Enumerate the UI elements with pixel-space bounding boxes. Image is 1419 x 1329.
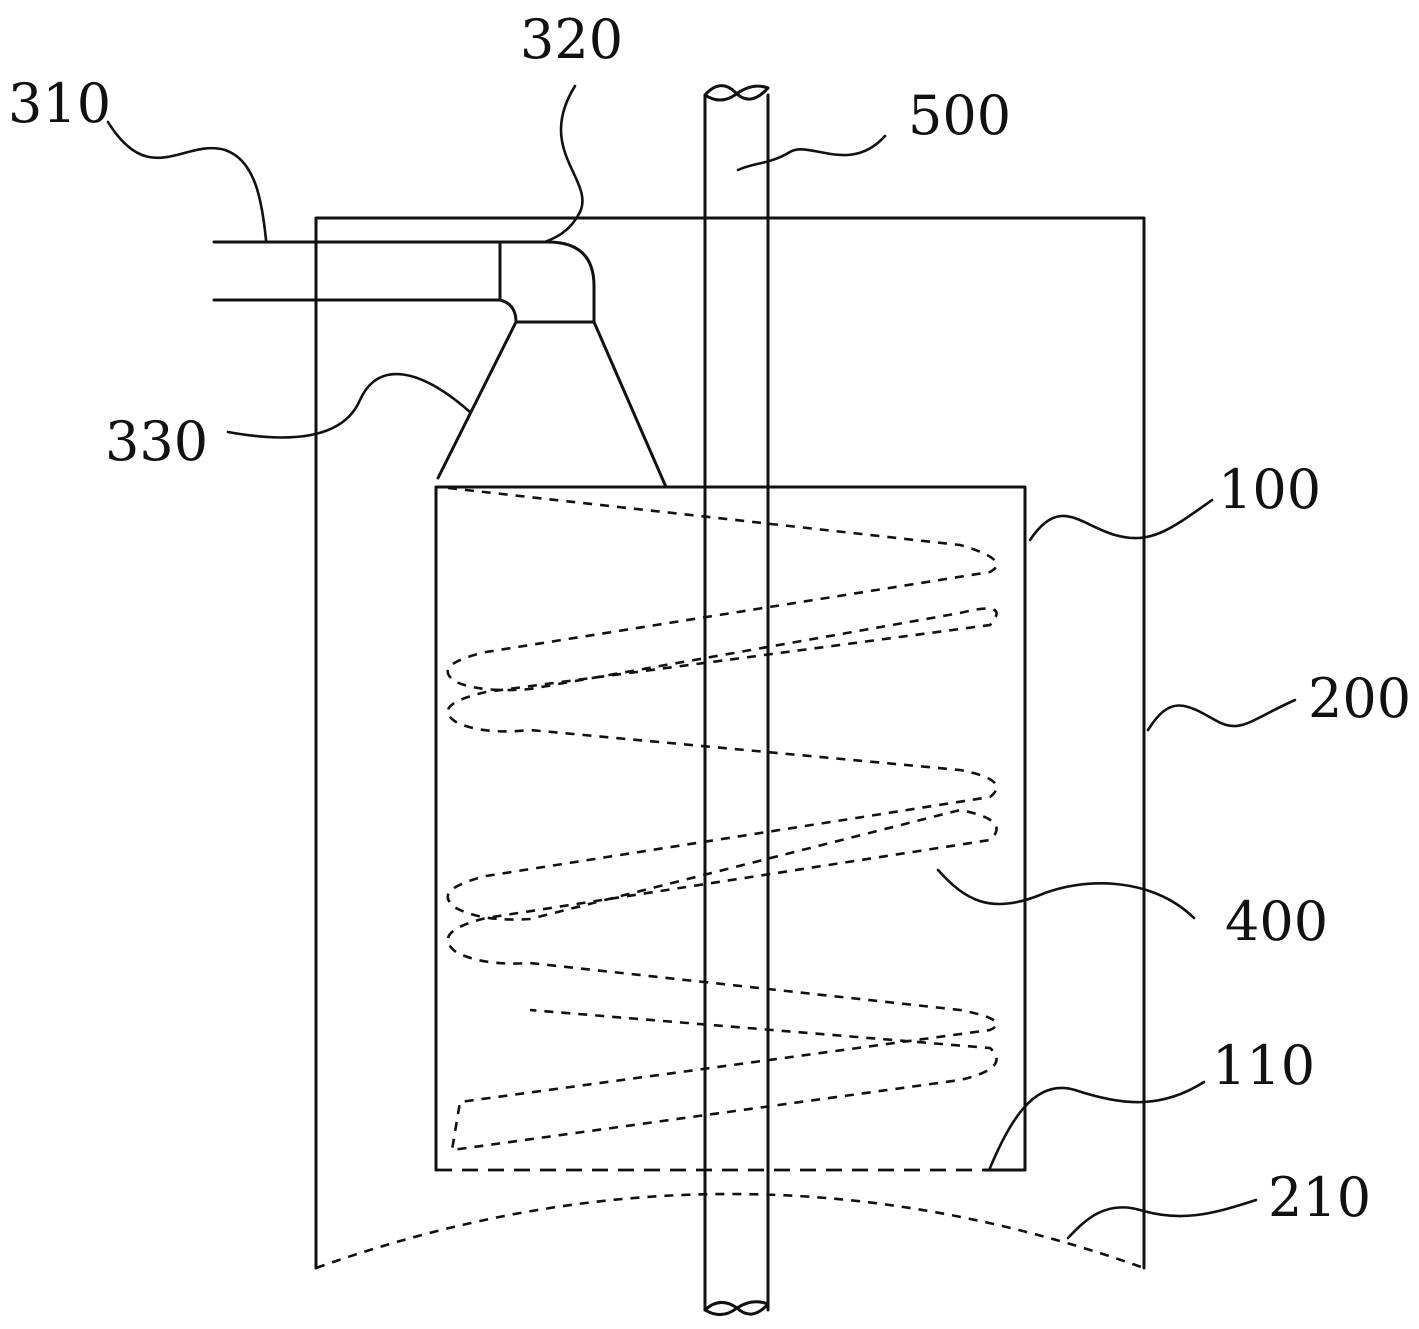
shaft-bottom-break xyxy=(703,1300,770,1316)
diffuser-330 xyxy=(436,320,668,489)
outer-vessel-200 xyxy=(314,216,1146,1270)
label-320: 320 xyxy=(520,8,623,71)
label-330: 330 xyxy=(105,410,208,473)
label-200: 200 xyxy=(1308,667,1411,730)
label-100: 100 xyxy=(1218,458,1321,521)
label-400: 400 xyxy=(1225,890,1328,953)
helical-coil-400 xyxy=(446,486,998,1152)
leader-200 xyxy=(1146,698,1297,732)
shaft-top-break xyxy=(703,84,770,102)
leader-320 xyxy=(543,84,584,244)
leader-330 xyxy=(226,372,472,439)
label-210: 210 xyxy=(1268,1166,1371,1229)
leader-210 xyxy=(1066,1198,1258,1240)
shaft-500 xyxy=(703,93,770,1312)
leader-500 xyxy=(736,134,887,172)
label-110: 110 xyxy=(1212,1034,1315,1097)
leader-110 xyxy=(988,1080,1206,1170)
bottom-boundary-210 xyxy=(315,1192,1145,1270)
label-310: 310 xyxy=(8,72,111,135)
leader-100 xyxy=(1028,498,1214,542)
leader-310 xyxy=(106,120,268,242)
inner-container-100 xyxy=(434,485,1027,1172)
elbow-320 xyxy=(498,240,596,324)
label-500: 500 xyxy=(908,84,1011,147)
leader-400 xyxy=(936,868,1196,920)
